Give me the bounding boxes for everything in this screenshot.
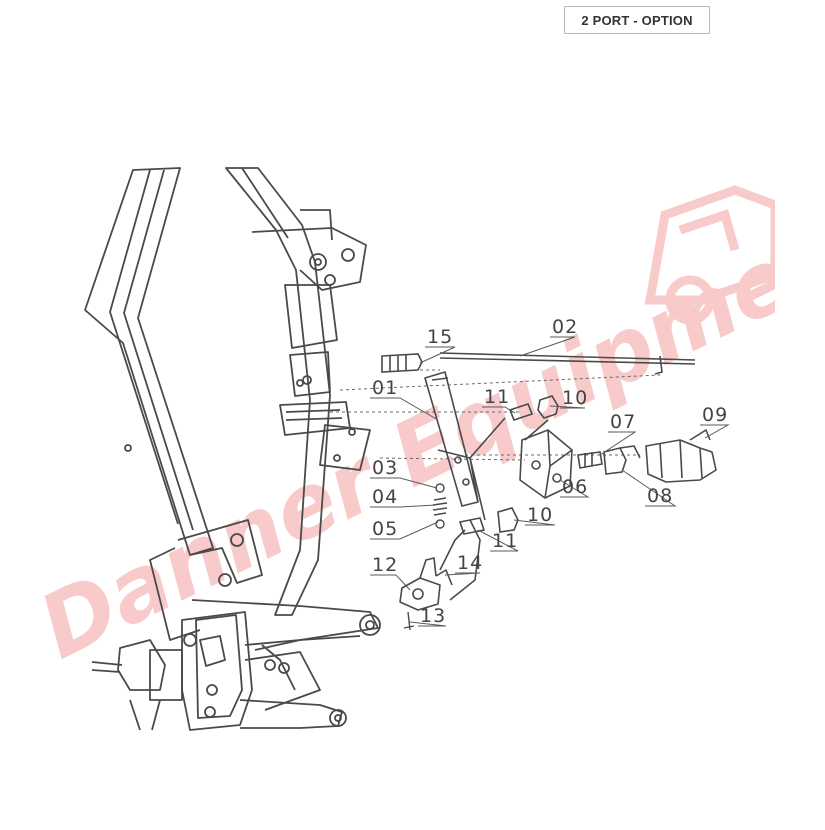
frame-rail-left: [84, 167, 263, 641]
sleeve-15: [381, 353, 423, 373]
option-label-box: 2 PORT - OPTION: [564, 6, 710, 34]
callout-label-13: 13: [420, 605, 446, 627]
callout-label-14: 14: [457, 552, 483, 574]
callout-label-05: 05: [372, 518, 398, 540]
callout-label-15: 15: [427, 326, 453, 348]
callout-label-12: 12: [372, 554, 398, 576]
callout-label-10: 10: [527, 504, 553, 526]
lower-linkage-assembly: [91, 599, 381, 731]
coupler-09: [645, 429, 717, 483]
dashed-assembly-lines: [330, 369, 661, 461]
callout-label-10: 10: [562, 387, 588, 409]
fitting-10-upper: [537, 395, 559, 419]
watermark-text: Danner Equipment: [24, 179, 825, 679]
callout-label-06: 06: [562, 476, 588, 498]
rod-02: [439, 352, 696, 375]
callout-label-08: 08: [647, 485, 673, 507]
callout-label-07: 07: [610, 411, 636, 433]
option-label: 2 PORT - OPTION: [581, 12, 693, 28]
callout-label-03: 03: [372, 457, 398, 479]
adapter-07: [577, 451, 603, 469]
fitting-11-upper: [469, 403, 534, 521]
callout-label-11: 11: [484, 386, 510, 408]
callout-labels: 15 02 01 11 10 09 07 03 04 06 08 05 10 11 12 14 13: [372, 316, 728, 627]
callout-label-11: 11: [492, 530, 518, 552]
leader-lines: [370, 336, 730, 627]
manifold-12: [399, 557, 453, 611]
callout-label-09: 09: [702, 404, 728, 426]
callout-label-04: 04: [372, 486, 398, 508]
bolt-13: [403, 611, 415, 631]
elbow-08: [603, 445, 641, 475]
fitting-11-lower: [458, 517, 486, 535]
upright-post: [225, 167, 371, 616]
fitting-10-lower: [497, 507, 519, 533]
callout-label-02: 02: [552, 316, 578, 338]
callout-label-01: 01: [372, 377, 398, 399]
watermark-logo: Danner Equipment: [24, 179, 825, 679]
right-margin: [775, 0, 825, 825]
